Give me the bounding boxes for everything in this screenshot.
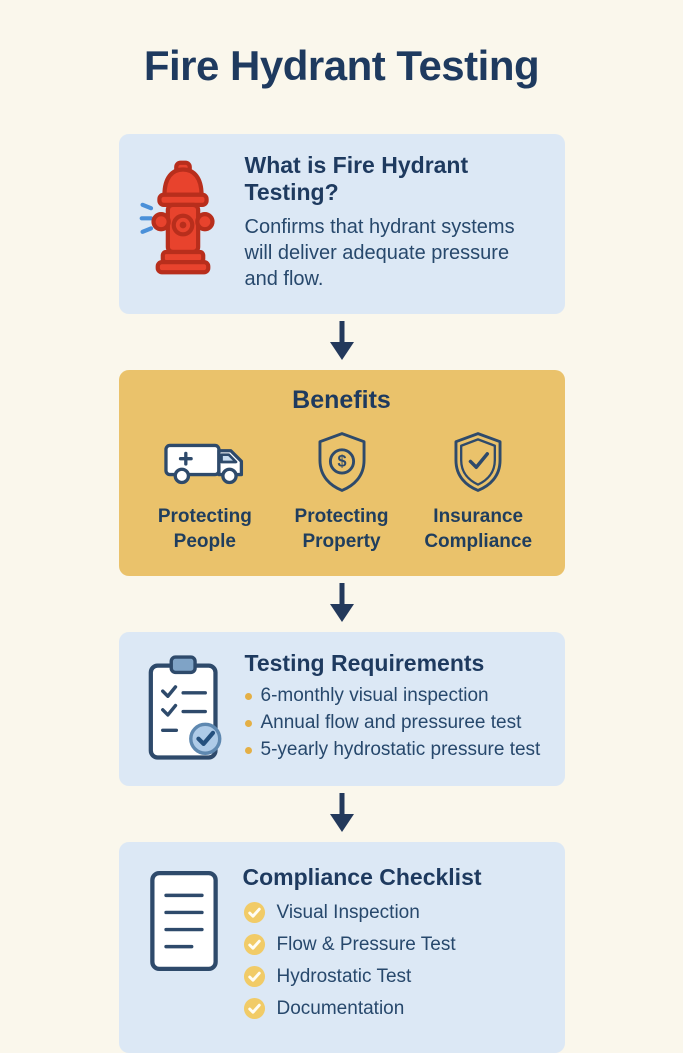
benefits-title: Benefits <box>292 386 391 414</box>
requirements-card: Testing Requirements 6-monthly visual in… <box>118 632 565 787</box>
infographic-page: Fire Hydrant Testing <box>0 42 683 1053</box>
checklist-item-label: Hydrostatic Test <box>276 965 412 987</box>
requirements-text: Testing Requirements 6-monthly visual in… <box>244 650 541 766</box>
ambulance-icon <box>162 429 248 495</box>
intro-card: What is Fire Hydrant Testing? Confirms t… <box>118 134 565 314</box>
checklist-title: Compliance Checklist <box>242 864 482 891</box>
dollar-glyph: $ <box>337 453 346 471</box>
dollar-shield-icon: $ <box>313 429 371 495</box>
clipboard-check-icon <box>135 650 233 766</box>
intro-title: What is Fire Hydrant Testing? <box>244 152 469 205</box>
checklist-card: Compliance Checklist Visual Inspection F… <box>118 842 565 1053</box>
requirement-item: Annual flow and pressuree test <box>244 712 541 734</box>
check-circle-icon <box>243 965 266 988</box>
checklist-items: Visual Inspection Flow & Pressure Test H… <box>243 901 482 1020</box>
benefit-label: Insurance Compliance <box>424 506 533 552</box>
down-arrow <box>0 790 683 838</box>
checklist-item: Documentation <box>243 997 482 1020</box>
intro-text: What is Fire Hydrant Testing? Confirms t… <box>245 152 545 292</box>
benefit-insurance-compliance: Insurance Compliance <box>410 429 547 554</box>
checklist-item-label: Visual Inspection <box>276 901 420 923</box>
benefit-protecting-property: $ Protecting Property <box>273 429 410 554</box>
requirement-item: 5-yearly hydrostatic pressure test <box>244 739 540 761</box>
page-title: Fire Hydrant Testing <box>143 42 540 89</box>
benefit-label: Protecting People <box>157 506 252 552</box>
benefit-protecting-people: Protecting People <box>137 429 274 554</box>
check-shield-icon <box>449 429 507 495</box>
checklist-item-label: Documentation <box>276 997 405 1019</box>
down-arrow <box>0 580 683 628</box>
checklist-item: Flow & Pressure Test <box>243 933 482 956</box>
requirements-title: Testing Requirements <box>244 650 485 677</box>
checklist-text: Compliance Checklist Visual Inspection F… <box>243 864 482 1029</box>
check-circle-icon <box>243 933 266 956</box>
checklist-item: Visual Inspection <box>243 901 482 924</box>
check-circle-icon <box>243 901 266 924</box>
checklist-item: Hydrostatic Test <box>243 965 482 988</box>
check-circle-icon <box>243 997 266 1020</box>
benefits-card: Benefits Protecting People <box>118 370 565 577</box>
fire-hydrant-icon <box>135 152 231 292</box>
benefit-label: Protecting Property <box>294 506 389 552</box>
benefits-row: Protecting People $ Protecting Property <box>135 429 549 554</box>
requirement-item: 6-monthly visual inspection <box>244 685 541 707</box>
document-icon <box>141 864 227 1029</box>
down-arrow <box>0 318 683 366</box>
checklist-item-label: Flow & Pressure Test <box>276 933 456 955</box>
requirements-list: 6-monthly visual inspection Annual flow … <box>244 685 541 761</box>
intro-body: Confirms that hydrant systems will deliv… <box>244 216 515 290</box>
